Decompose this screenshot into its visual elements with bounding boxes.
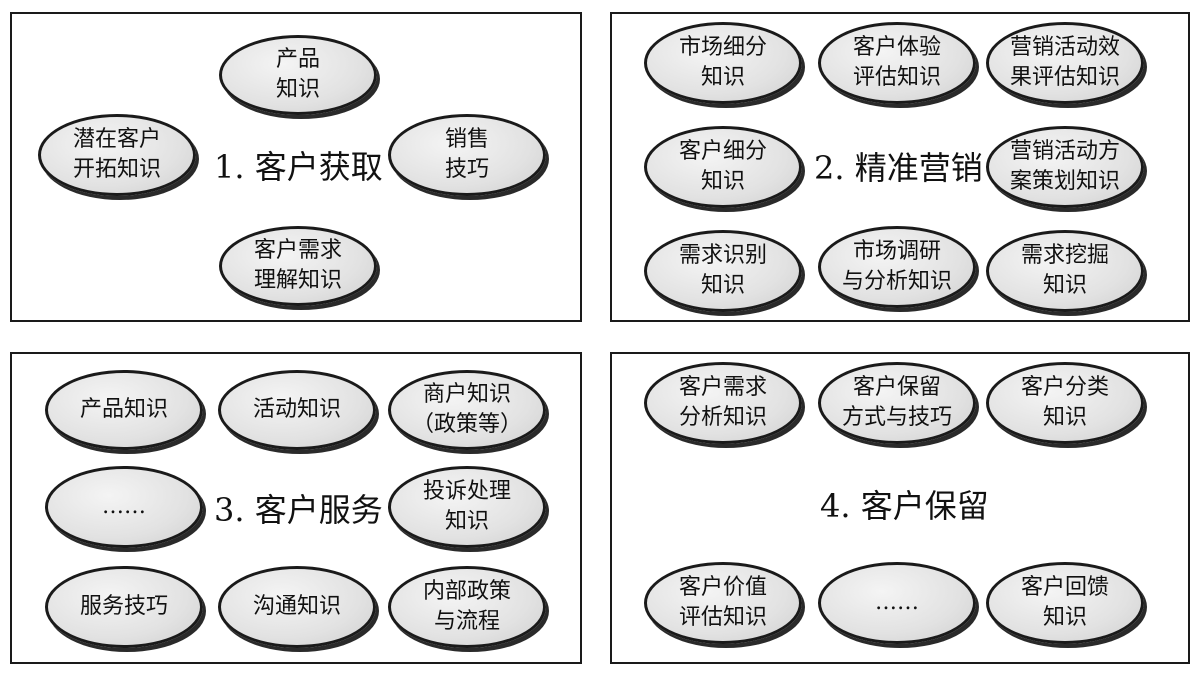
panel-title-customer-service: 3. 客户服务 (214, 491, 383, 529)
node-product-knowledge: 产品 知识 (219, 35, 377, 115)
node-customer-classification: 客户分类 知识 (986, 362, 1144, 444)
node-customer-feedback-knowledge: 客户回馈 知识 (986, 562, 1144, 644)
node-market-research-analysis: 市场调研 与分析知识 (818, 226, 976, 308)
node-service-skills: 服务技巧 (45, 566, 203, 648)
panel-title-customer-acquisition: 1. 客户获取 (214, 148, 383, 186)
node-sales-skills: 销售 技巧 (388, 114, 546, 196)
node-needs-mining-knowledge: 需求挖掘 知识 (986, 230, 1144, 312)
node-prospect-development-knowledge: 潜在客户 开拓知识 (38, 114, 196, 196)
node-campaign-effect-evaluation: 营销活动效 果评估知识 (986, 22, 1144, 104)
node-merchant-knowledge: 商户知识 （政策等） (388, 370, 546, 450)
node-activity-knowledge: 活动知识 (218, 370, 376, 450)
panel-title-customer-retention: 4. 客户保留 (820, 487, 989, 525)
node-customer-experience-evaluation: 客户体验 评估知识 (818, 22, 976, 104)
node-needs-identification-knowledge: 需求识别 知识 (644, 230, 802, 312)
node-campaign-planning-knowledge: 营销活动方 案策划知识 (986, 126, 1144, 208)
node-customer-needs-analysis: 客户需求 分析知识 (644, 362, 802, 444)
node-retention-methods-skills: 客户保留 方式与技巧 (818, 362, 976, 444)
node-internal-policy-process: 内部政策 与流程 (388, 566, 546, 648)
node-market-segmentation-knowledge: 市场细分 知识 (644, 22, 802, 104)
node-ellipsis-service: …… (45, 466, 203, 548)
node-customer-value-evaluation: 客户价值 评估知识 (644, 562, 802, 644)
node-customer-segmentation-knowledge: 客户细分 知识 (644, 126, 802, 208)
node-complaint-handling-knowledge: 投诉处理 知识 (388, 466, 546, 548)
node-ellipsis-retention: …… (818, 562, 976, 644)
panel-title-precision-marketing: 2. 精准营销 (814, 149, 983, 187)
node-communication-knowledge: 沟通知识 (218, 566, 376, 648)
node-product-knowledge-service: 产品知识 (45, 370, 203, 450)
node-customer-needs-understanding: 客户需求 理解知识 (219, 226, 377, 306)
